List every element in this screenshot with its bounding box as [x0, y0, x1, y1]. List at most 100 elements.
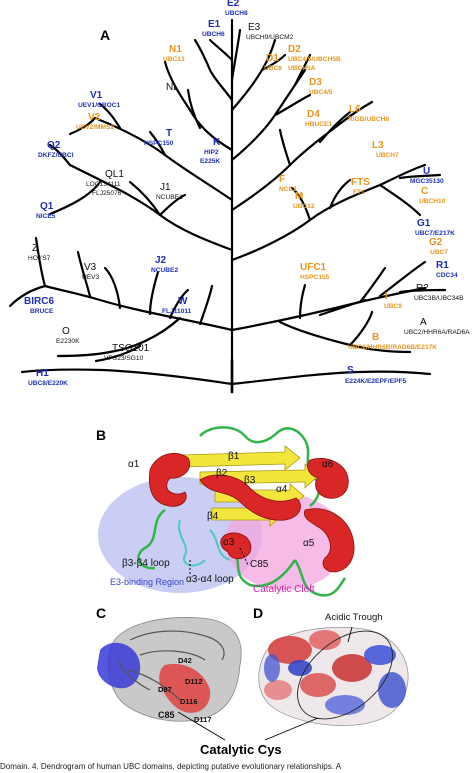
leaf-alias: UEV3 — [82, 274, 100, 281]
leaf-alias: UBCH8 — [225, 10, 248, 17]
leaf-b: B UBC2/HHR6B/RAD6B/E217K — [348, 332, 437, 351]
leaf-v3: V3 UEV3 — [82, 262, 100, 281]
leaf-alias: HOYS7 — [28, 255, 51, 262]
leaf-name: Z — [32, 243, 38, 254]
residue-d116: D116 — [180, 697, 198, 706]
leaf-name: L6 — [349, 104, 361, 115]
leaf-v1: V1 UEV1/CROC1 — [78, 90, 120, 109]
leaf-alias: UBC12 — [293, 203, 315, 210]
catalytic-cys-arrow-left — [177, 711, 226, 741]
leaf-name: Q1 — [40, 201, 54, 212]
leaf-a: A UBC2/HHR6A/RAD6A — [404, 317, 470, 336]
leaf-name: UFC1 — [300, 262, 327, 273]
catalytic-cys-arrow-right — [264, 717, 319, 741]
leaf-alias: MGC35130 — [410, 178, 444, 185]
label-e3-binding-region: E3-binding Region — [110, 577, 184, 587]
leaf-d1: D1 UBC6 — [264, 53, 282, 72]
leaf-name: E3 — [248, 22, 261, 33]
leaf-d4: D4 HBUCE1 — [305, 109, 332, 128]
cartoon-trace — [117, 630, 225, 701]
leaf-j2: J2 NCUBE2 — [151, 255, 178, 274]
leaf-alias: UBC9 — [384, 303, 402, 310]
leaf-name: QL1 — [105, 169, 124, 180]
leaf-e1: E1 UBCH6 — [202, 19, 225, 38]
residue-d117: D117 — [194, 715, 212, 724]
leaf-alias: RIGB/UBCH8 — [348, 116, 389, 123]
leaf-name: V1 — [90, 90, 103, 101]
leaf-r1: R1 CDC34 — [436, 260, 458, 279]
label-alpha4: α4 — [276, 484, 288, 495]
leaf-name: D4 — [307, 109, 320, 120]
leaf-ufc1: UFC1 HSPC155 — [300, 262, 330, 281]
panel-c-label: C — [96, 605, 106, 621]
leaf-alias: UBC6 — [264, 65, 282, 72]
leaf-tsg101: TSG101 VPS23/SG10 — [104, 343, 150, 362]
acidic-trough-outline — [297, 630, 393, 720]
leaf-alias: LOC134111 — [86, 181, 121, 188]
leaf-name: G1 — [417, 218, 431, 229]
leaf-alias: UBCH6 — [202, 31, 225, 38]
leaf-alias-2: E225K — [200, 158, 220, 165]
leaf-alias: NCUBE2 — [151, 267, 178, 274]
cyan-loops — [177, 519, 231, 567]
leaf-name: D3 — [309, 77, 322, 88]
leaf-name: V3 — [84, 262, 97, 273]
label-catalytic-cleft: Catalytic Cleft — [253, 584, 315, 595]
leaf-u: U MGC35130 — [410, 166, 444, 185]
leaf-birc6: BIRC6 BRUCE — [24, 296, 54, 315]
leaf-m: M UBC12 — [293, 191, 315, 210]
leaf-alias: UBC7 — [430, 249, 448, 256]
leaf-t: T HSPC150 — [144, 128, 174, 147]
leaf-n1: N1 UBC13 — [163, 44, 185, 63]
leaf-i: I UBC9 — [384, 291, 402, 310]
leaf-e3: E3 UBCH9/UBCM2 — [246, 22, 294, 41]
leaf-l3: L3 UBCH7 — [372, 140, 399, 159]
leaf-alias: UBC4/5 — [309, 89, 333, 96]
leaf-name: F — [279, 174, 285, 185]
label-alpha3: α3 — [223, 537, 235, 548]
leaf-alias: FLJ11011 — [162, 308, 192, 315]
label-alpha5: α5 — [303, 538, 315, 549]
leaf-name: A — [420, 317, 427, 328]
residue-d42: D42 — [178, 656, 192, 665]
e3-binding-surface — [97, 642, 141, 689]
acidic-trough-pointer — [347, 626, 353, 643]
leaf-alias: DKFZ/UBCI — [38, 152, 74, 159]
label-beta1: β1 — [228, 451, 240, 462]
leaf-name: D2 — [288, 44, 301, 55]
leaf-alias: HBUCE1 — [305, 121, 332, 128]
catalytic-cys-label: Catalytic Cys — [200, 742, 282, 757]
leaf-alias: NCUBE1 — [156, 194, 183, 201]
residue-d112: D112 — [185, 677, 203, 686]
leaf-name: J2 — [155, 255, 167, 266]
leaf-alias: UBCH7 — [376, 152, 399, 159]
label-alpha1: α1 — [128, 459, 140, 470]
leaf-h1: H1 UBC8/E220K — [28, 368, 68, 387]
leaf-alias: UBCH10 — [419, 198, 446, 205]
leaf-alias: UBC2/HHR6B/RAD6B/E217K — [348, 344, 437, 351]
leaf-name: T — [166, 128, 172, 139]
leaf-name: L3 — [372, 140, 384, 151]
leaf-z: Z HOYS7 — [28, 243, 51, 262]
label-c85: C85 — [250, 559, 269, 570]
leaf-name: H1 — [36, 368, 49, 379]
residue-d87: D87 — [158, 685, 172, 694]
leaf-f: F NCE2 — [279, 174, 297, 193]
label-b3b4-loop: β3-β4 loop — [122, 558, 170, 569]
leaf-v2: V2 UEV2/MMS2 — [76, 112, 114, 131]
leaf-alias: CDC34 — [436, 272, 458, 279]
leaf-c: C UBCH10 — [419, 186, 446, 205]
leaf-alias: UBC7/E217K — [415, 230, 455, 237]
leaf-o: O E2230K — [56, 326, 80, 345]
leaf-name: C — [421, 186, 428, 197]
residue-c85: C85 — [158, 710, 175, 720]
label-beta2: β2 — [216, 468, 228, 479]
leaf-j1: J1 NCUBE1 — [156, 182, 183, 201]
leaf-alias: NCE2 — [279, 186, 297, 193]
leaf-d3: D3 UBC4/5 — [309, 77, 333, 96]
leaf-name: B — [372, 332, 379, 343]
figure-caption: Domain. 4. Dendrogram of human UBC domai… — [0, 762, 342, 771]
leaf-alias: UBC3B/UBC34B — [414, 295, 464, 302]
